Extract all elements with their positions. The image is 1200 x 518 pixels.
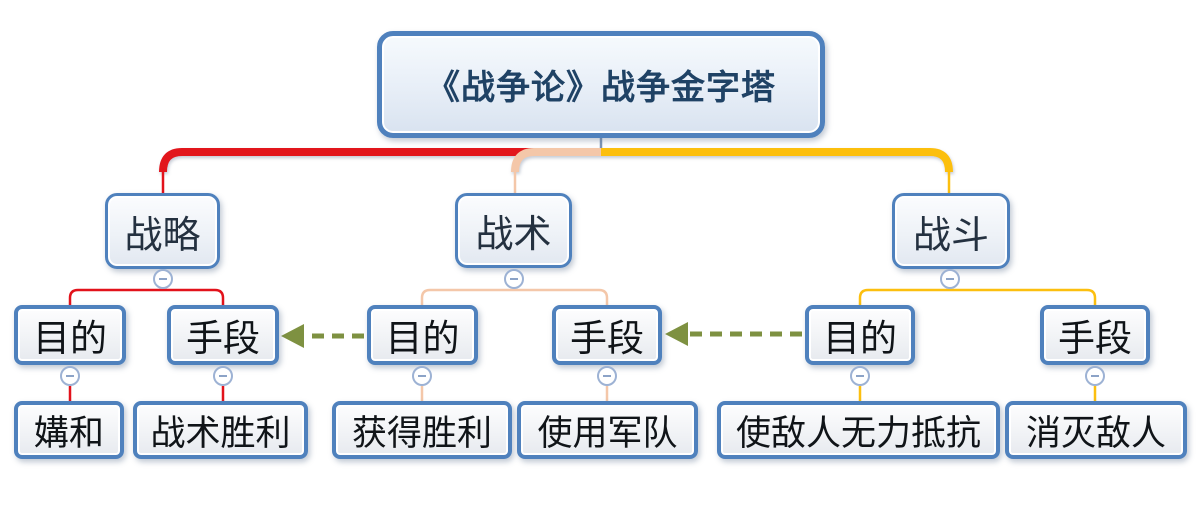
subtopic-peace-label: 媾和 xyxy=(33,413,104,453)
branch-line-combat xyxy=(601,148,953,173)
subtopic-use-army-label: 使用军队 xyxy=(537,413,678,453)
subtopic-render-enemy-powerless[interactable]: 使敌人无力抵抗 xyxy=(717,401,1000,459)
minus-icon xyxy=(219,375,227,377)
subtopic-destroy-enemy-label: 消灭敌人 xyxy=(1025,413,1166,453)
subbranch-combat xyxy=(858,286,1097,306)
root-topic[interactable]: 《战争论》战争金字塔 xyxy=(377,31,825,138)
topic-combat-label: 战斗 xyxy=(912,214,989,257)
relationship-arrow-combat-purpose-to-tactics-means[interactable] xyxy=(665,322,802,346)
topic-tactics-label: 战术 xyxy=(475,214,552,256)
topic-strategy[interactable]: 战略 xyxy=(105,193,220,269)
collapse-button-strategy[interactable] xyxy=(153,269,173,289)
subtopic-gain-victory[interactable]: 获得胜利 xyxy=(332,401,512,459)
topic-combat-means-label: 手段 xyxy=(1058,318,1132,359)
topic-combat[interactable]: 战斗 xyxy=(892,193,1010,269)
branch-line-tactics xyxy=(511,148,601,173)
subtopic-use-army[interactable]: 使用军队 xyxy=(517,401,698,459)
subtopic-peace[interactable]: 媾和 xyxy=(14,401,124,459)
subtopic-tactical-victory-label: 战术胜利 xyxy=(150,413,291,453)
collapse-button-tactics-purpose[interactable] xyxy=(412,366,432,386)
minus-icon xyxy=(510,278,518,280)
minus-icon xyxy=(159,278,167,280)
collapse-button-strategy-purpose[interactable] xyxy=(60,366,80,386)
topic-combat-means[interactable]: 手段 xyxy=(1040,305,1150,365)
topic-strategy-label: 战略 xyxy=(124,214,201,257)
collapse-button-tactics-means[interactable] xyxy=(597,366,617,386)
topic-tactics-means-label: 手段 xyxy=(570,318,644,359)
topic-strategy-purpose-label: 目的 xyxy=(33,318,107,359)
subtopic-destroy-enemy[interactable]: 消灭敌人 xyxy=(1005,401,1187,459)
relationship-arrow-tactics-purpose-to-strategy-means[interactable] xyxy=(281,324,364,348)
subbranch-tactics xyxy=(420,286,609,306)
minus-icon xyxy=(603,375,611,377)
topic-strategy-means[interactable]: 手段 xyxy=(167,305,279,365)
minus-icon xyxy=(1091,375,1099,377)
topic-strategy-means-label: 手段 xyxy=(186,318,260,359)
collapse-button-tactics[interactable] xyxy=(504,269,524,289)
topic-tactics[interactable]: 战术 xyxy=(455,193,572,268)
topic-combat-purpose[interactable]: 目的 xyxy=(805,305,915,365)
leaf-drops-strategy xyxy=(68,386,225,402)
subbranch-strategy xyxy=(68,286,225,306)
collapse-button-strategy-means[interactable] xyxy=(213,366,233,386)
topic-tactics-purpose[interactable]: 目的 xyxy=(367,305,478,365)
subtopic-render-enemy-powerless-label: 使敌人无力抵抗 xyxy=(735,413,981,453)
collapse-button-combat-means[interactable] xyxy=(1085,366,1105,386)
topic-tactics-means[interactable]: 手段 xyxy=(552,305,662,365)
leaf-drops-tactics xyxy=(420,386,609,402)
root-topic-label: 《战争论》战争金字塔 xyxy=(426,69,776,107)
leaf-drops-combat xyxy=(858,386,1097,402)
minus-icon xyxy=(946,278,954,280)
topic-tactics-purpose-label: 目的 xyxy=(385,318,460,359)
topic-strategy-purpose[interactable]: 目的 xyxy=(14,305,126,365)
subtopic-tactical-victory[interactable]: 战术胜利 xyxy=(133,401,308,459)
minus-icon xyxy=(66,375,74,377)
collapse-button-combat-purpose[interactable] xyxy=(850,366,870,386)
minus-icon xyxy=(418,375,426,377)
minus-icon xyxy=(856,375,864,377)
subtopic-gain-victory-label: 获得胜利 xyxy=(351,413,492,453)
collapse-button-combat[interactable] xyxy=(940,269,960,289)
topic-combat-purpose-label: 目的 xyxy=(823,318,897,359)
